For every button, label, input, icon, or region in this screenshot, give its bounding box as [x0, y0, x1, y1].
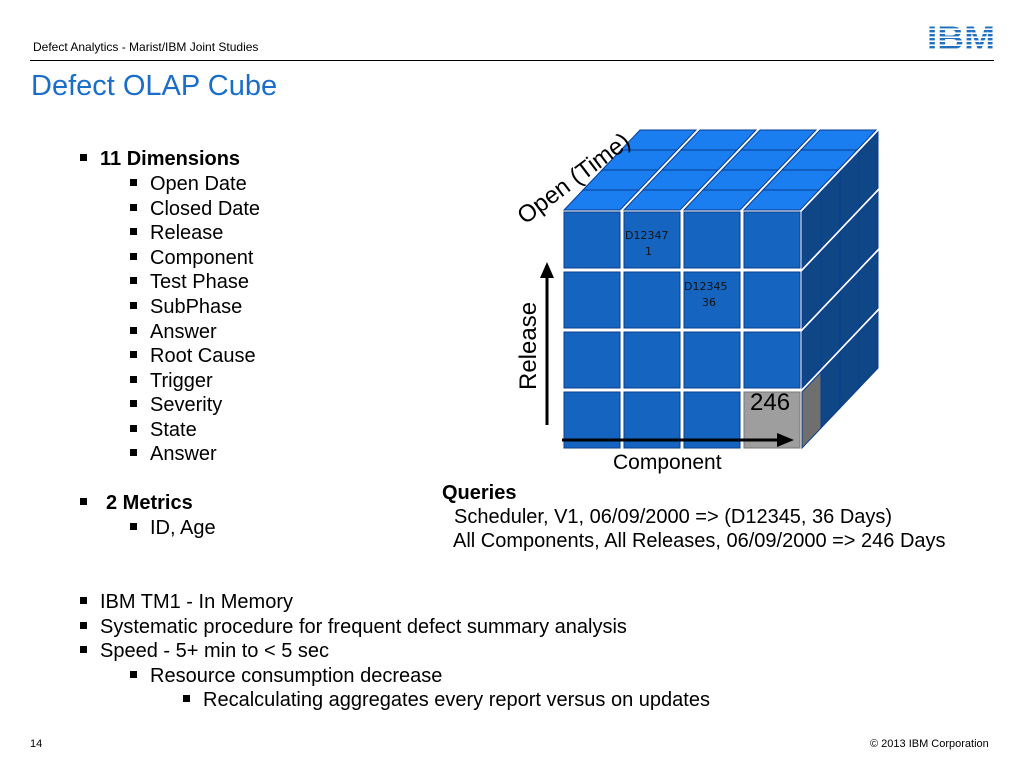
ibm-logo-text: IBM	[927, 22, 995, 52]
queries-block: Queries Scheduler, V1, 06/09/2000 => (D1…	[442, 481, 946, 553]
cube-block-top	[622, 189, 701, 211]
cell-label-d12347-value: 1	[645, 245, 652, 258]
dimension-item: SubPhase	[130, 296, 242, 319]
dimension-item: Answer	[130, 443, 217, 466]
dimension-item: Component	[130, 247, 253, 270]
bullet-icon	[130, 277, 137, 285]
bullet-icon	[130, 179, 137, 187]
queries-heading: Queries	[442, 482, 517, 504]
bullet-icon	[130, 449, 137, 457]
cube-block-front	[623, 271, 681, 329]
cube-block-top	[682, 189, 761, 211]
header-rule	[30, 60, 994, 61]
bullet-recalc: Recalculating aggregates every report ve…	[183, 689, 710, 712]
bullet-resource: Resource consumption decrease	[130, 665, 442, 688]
dimensions-heading: 11 Dimensions	[80, 148, 240, 171]
dimension-item: Open Date	[130, 173, 247, 196]
dimension-item: Trigger	[130, 370, 213, 393]
bullet-procedure: Systematic procedure for frequent defect…	[80, 616, 627, 639]
dimension-item: Root Cause	[130, 345, 256, 368]
dimension-item: State	[130, 419, 197, 442]
cube-block-side	[801, 310, 822, 390]
cell-label-d12347: D12347	[625, 229, 668, 242]
cube-block-top	[742, 189, 821, 211]
bullet-icon	[80, 646, 87, 654]
bullet-icon	[130, 523, 137, 531]
cell-label-d12345-value: 36	[702, 296, 716, 309]
bullet-icon	[130, 253, 137, 261]
bullet-icon	[183, 695, 190, 703]
bullet-icon	[80, 597, 87, 605]
dimension-item: Test Phase	[130, 271, 249, 294]
cube-block-front	[563, 331, 621, 389]
bullet-icon	[130, 327, 137, 335]
dimension-item: Answer	[130, 321, 217, 344]
dimension-item: Closed Date	[130, 198, 260, 221]
cube-block-front	[683, 331, 741, 389]
cube-block-front	[563, 211, 621, 269]
query-line-2: All Components, All Releases, 06/09/2000…	[453, 530, 946, 552]
total-cell-label: 246	[750, 389, 790, 416]
bullet-icon	[80, 622, 87, 630]
dimension-item: Release	[130, 222, 223, 245]
cube-block-front	[743, 331, 801, 389]
component-axis-label: Component	[613, 451, 722, 474]
bullet-icon	[130, 228, 137, 236]
bullet-icon	[130, 400, 137, 408]
cube-block-side	[801, 250, 822, 330]
component-axis-arrowhead	[777, 433, 794, 447]
release-axis-label: Release	[515, 302, 542, 390]
cube-block-front	[683, 211, 741, 269]
cell-label-d12345: D12345	[684, 280, 727, 293]
cube-block-front	[623, 211, 681, 269]
cube-block-front	[743, 271, 801, 329]
cube-block-front	[563, 271, 621, 329]
copyright: © 2013 IBM Corporation	[870, 738, 989, 750]
metrics-heading: 2 Metrics	[80, 492, 193, 515]
dimension-item: Severity	[130, 394, 222, 417]
metric-item: ID, Age	[130, 517, 216, 540]
bullet-icon	[80, 498, 87, 506]
page-number: 14	[30, 738, 43, 750]
header-text: Defect Analytics - Marist/IBM Joint Stud…	[33, 40, 259, 54]
release-axis-arrowhead	[540, 262, 554, 278]
bullet-icon	[130, 351, 137, 359]
cube-block-front	[623, 331, 681, 389]
cube-block-front	[683, 271, 741, 329]
cube-block-top	[562, 189, 641, 211]
bullet-icon	[130, 671, 137, 679]
bullet-icon	[130, 425, 137, 433]
bullet-icon	[80, 154, 87, 162]
cube-block-front	[743, 211, 801, 269]
bullet-icon	[130, 376, 137, 384]
olap-cube-diagram: Release Component Open (Time) D12347 1 D…	[512, 128, 879, 474]
cube-block-side	[801, 370, 822, 450]
bullet-speed: Speed - 5+ min to < 5 sec	[80, 640, 329, 663]
bullet-icon	[130, 204, 137, 212]
bullet-tm1: IBM TM1 - In Memory	[80, 591, 293, 614]
query-line-1: Scheduler, V1, 06/09/2000 => (D12345, 36…	[454, 506, 893, 528]
cube-block-side	[801, 190, 822, 270]
ibm-logo: IBM	[927, 22, 995, 52]
bullet-icon	[130, 302, 137, 310]
page-title: Defect OLAP Cube	[31, 70, 278, 102]
